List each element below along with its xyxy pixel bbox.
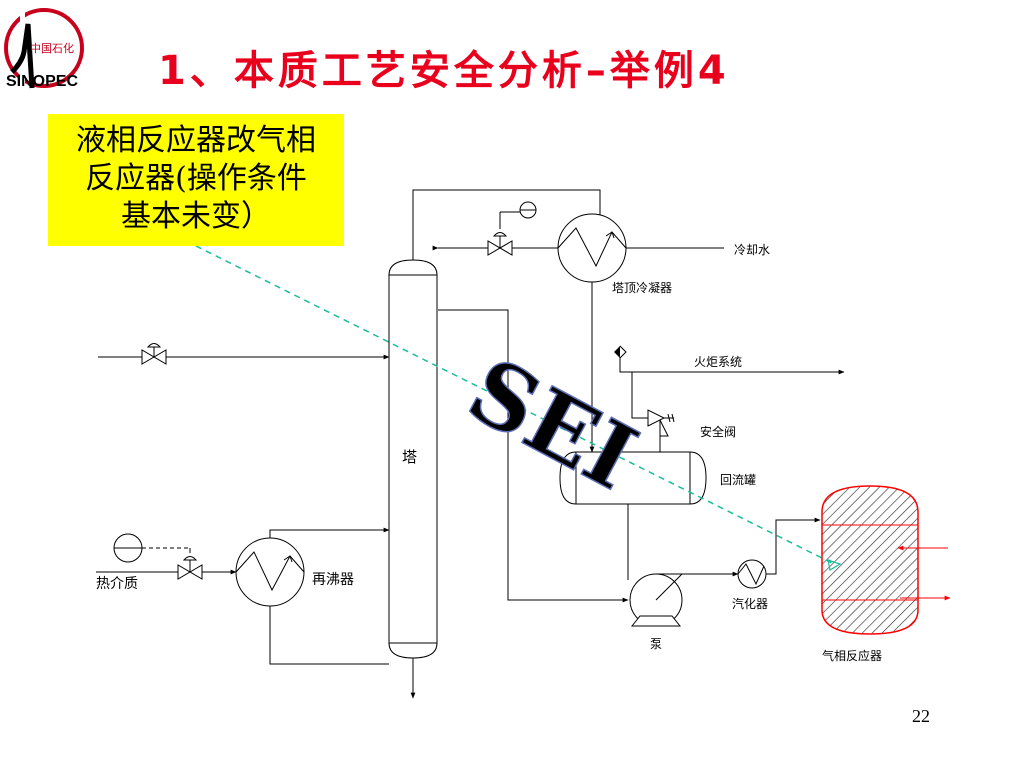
callout-pointer-line <box>195 245 835 565</box>
vaporizer <box>737 559 767 589</box>
gas-phase-reactor <box>821 485 919 635</box>
logo-text-cn: 中国石化 <box>30 41 74 55</box>
label-heat-medium: 热介质 <box>96 576 138 592</box>
label-cooling-water: 冷却水 <box>734 243 770 257</box>
callout-line-2: 反应器(操作条件 <box>85 161 307 196</box>
label-condenser: 塔顶冷凝器 <box>612 280 672 295</box>
reflux-drum <box>559 451 707 505</box>
label-gas-reactor: 气相反应器 <box>822 648 882 663</box>
callout-box: 液相反应器改气相 反应器(操作条件 基本未变） <box>48 114 344 246</box>
label-vaporizer: 汽化器 <box>732 596 768 611</box>
sinopec-logo: 中国石化 SINOPEC <box>4 6 84 90</box>
label-tower: 塔 <box>402 448 417 466</box>
reboiler <box>235 537 305 607</box>
logo-text-en: SINOPEC <box>6 73 78 90</box>
overhead-condenser <box>557 213 627 283</box>
heat-medium-valve <box>177 556 203 580</box>
feed-valve <box>141 343 167 365</box>
label-safety-valve: 安全阀 <box>700 424 736 439</box>
label-flare-system: 火炬系统 <box>694 355 742 369</box>
label-reboiler: 再沸器 <box>312 572 354 588</box>
label-reflux-drum: 回流罐 <box>720 473 756 487</box>
safety-valve <box>647 409 675 452</box>
callout-line-1: 液相反应器改气相 <box>76 123 316 158</box>
label-pump: 泵 <box>650 637 662 651</box>
pump <box>629 573 683 627</box>
page-number: 22 <box>912 706 930 726</box>
slide-title: 1、本质工艺安全分析–举例4 <box>158 48 730 94</box>
cooling-water-valve <box>487 212 513 256</box>
callout-line-3: 基本未变） <box>121 199 271 234</box>
